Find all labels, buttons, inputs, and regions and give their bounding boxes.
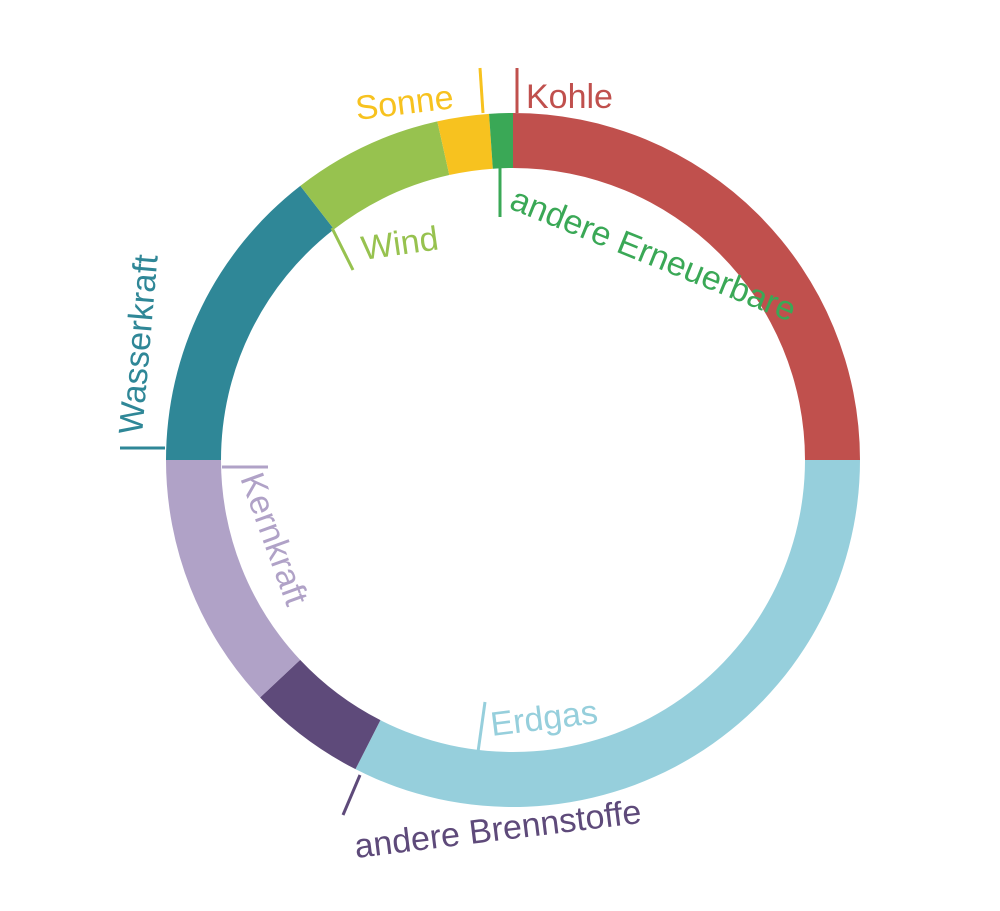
- slice-kernkraft: [166, 460, 301, 698]
- slice-erdgas: [355, 460, 860, 807]
- label-kohle: Kohle: [526, 78, 613, 116]
- label-tick-andere-brennstoffe: [341, 774, 362, 816]
- slice-wasserkraft: [166, 185, 335, 460]
- slice-sonne: [437, 113, 493, 176]
- label-tick-wind: [330, 227, 355, 271]
- label-sonne: Sonne: [353, 78, 455, 128]
- label-tick-erdgas: [476, 701, 487, 753]
- slice-wind: [300, 121, 450, 230]
- label-erdgas: Erdgas: [488, 693, 600, 744]
- label-tick-sonne: [478, 67, 485, 114]
- label-wind: Wind: [359, 220, 441, 268]
- slice-andere-brennstoffe: [260, 659, 381, 770]
- slice-kohle: [513, 113, 860, 460]
- label-wasserkraft: Wasserkraft: [112, 252, 166, 435]
- slice-andere-erneuerbare: [489, 113, 513, 169]
